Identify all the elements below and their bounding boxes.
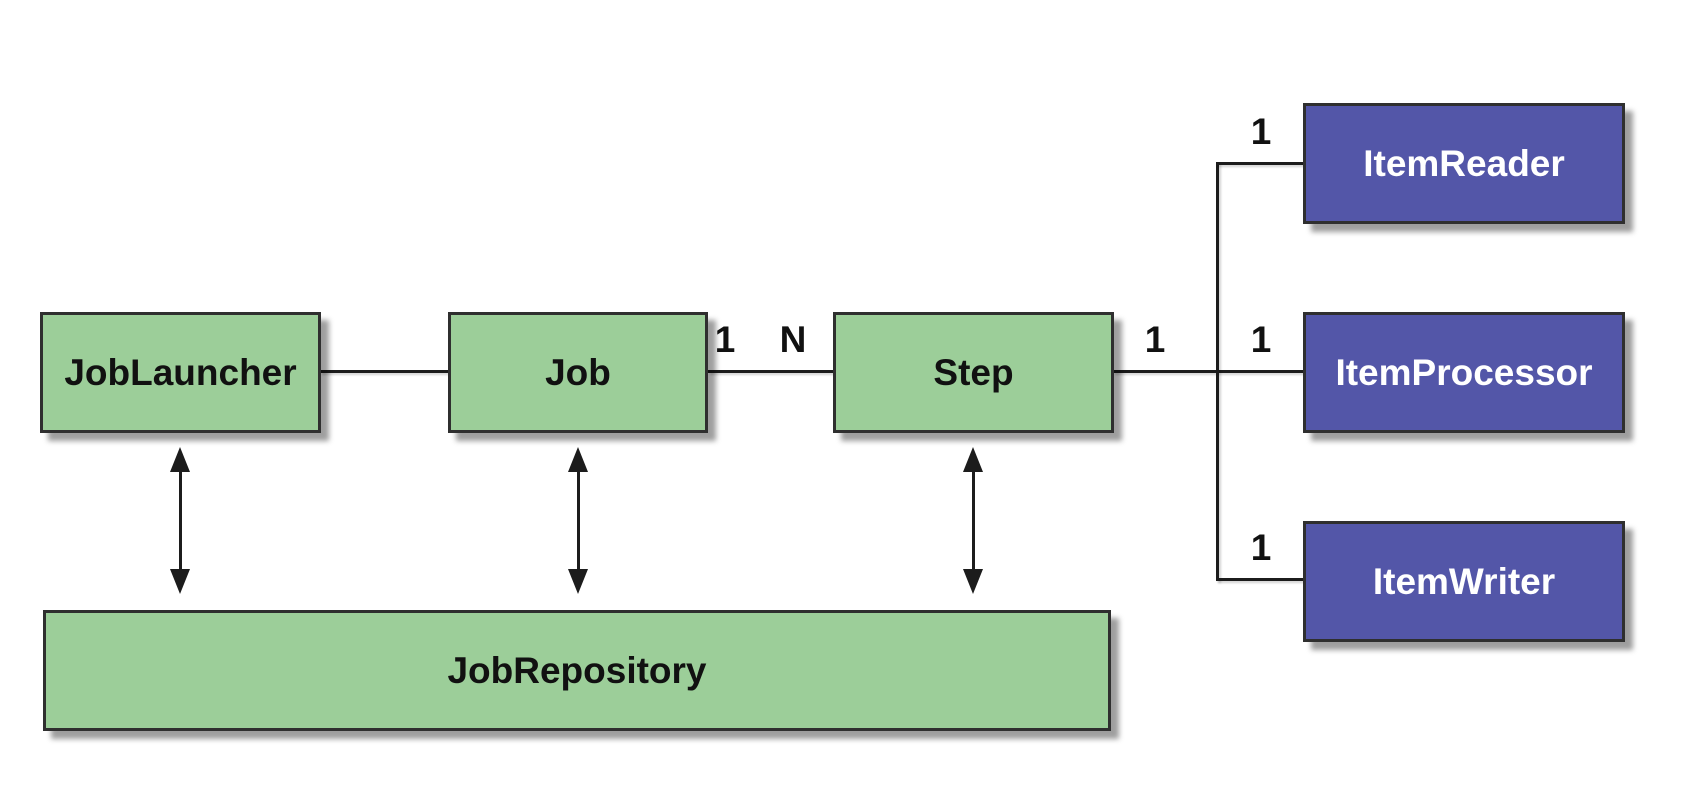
node-item-writer: ItemWriter (1303, 521, 1625, 642)
node-step-label: Step (933, 351, 1014, 393)
node-job-repository: JobRepository (43, 610, 1111, 731)
multiplicity-label-step-side: N (779, 319, 807, 360)
node-job-label: Job (545, 351, 611, 393)
node-item-reader: ItemReader (1303, 103, 1625, 224)
connector-step-itemprocessor (1113, 370, 1303, 373)
arrowhead-up-icon (963, 447, 983, 472)
bidirectional-arrow-icon (567, 447, 589, 594)
node-item-writer-label: ItemWriter (1372, 560, 1556, 602)
arrow-shaft (178, 472, 182, 569)
bidirectional-arrow-icon (962, 447, 984, 594)
connector-job-step (708, 370, 833, 373)
multiplicity-label-itemwriter: 1 (1250, 527, 1272, 568)
node-step: Step (833, 312, 1114, 433)
connector-branch-itemreader (1216, 162, 1303, 165)
bidirectional-arrow-icon (169, 447, 191, 594)
connector-items-trunk (1216, 162, 1219, 581)
arrow-shaft (576, 472, 580, 569)
arrowhead-down-icon (170, 569, 190, 594)
connector-branch-itemwriter (1216, 578, 1303, 581)
node-job-launcher-label: JobLauncher (64, 351, 297, 393)
node-item-processor-label: ItemProcessor (1335, 351, 1593, 393)
node-item-processor: ItemProcessor (1303, 312, 1625, 433)
multiplicity-label-job-side: 1 (714, 319, 736, 360)
multiplicity-label-step-right: 1 (1144, 319, 1166, 360)
multiplicity-label-itemprocessor: 1 (1250, 319, 1272, 360)
arrowhead-up-icon (170, 447, 190, 472)
arrow-shaft (971, 472, 975, 569)
node-item-reader-label: ItemReader (1363, 142, 1565, 184)
node-job-repository-label: JobRepository (447, 649, 707, 691)
connector-launcher-job (320, 370, 448, 373)
arrowhead-down-icon (568, 569, 588, 594)
arrowhead-up-icon (568, 447, 588, 472)
arrowhead-down-icon (963, 569, 983, 594)
node-job: Job (448, 312, 708, 433)
node-job-launcher: JobLauncher (40, 312, 321, 433)
multiplicity-label-itemreader: 1 (1250, 111, 1272, 152)
